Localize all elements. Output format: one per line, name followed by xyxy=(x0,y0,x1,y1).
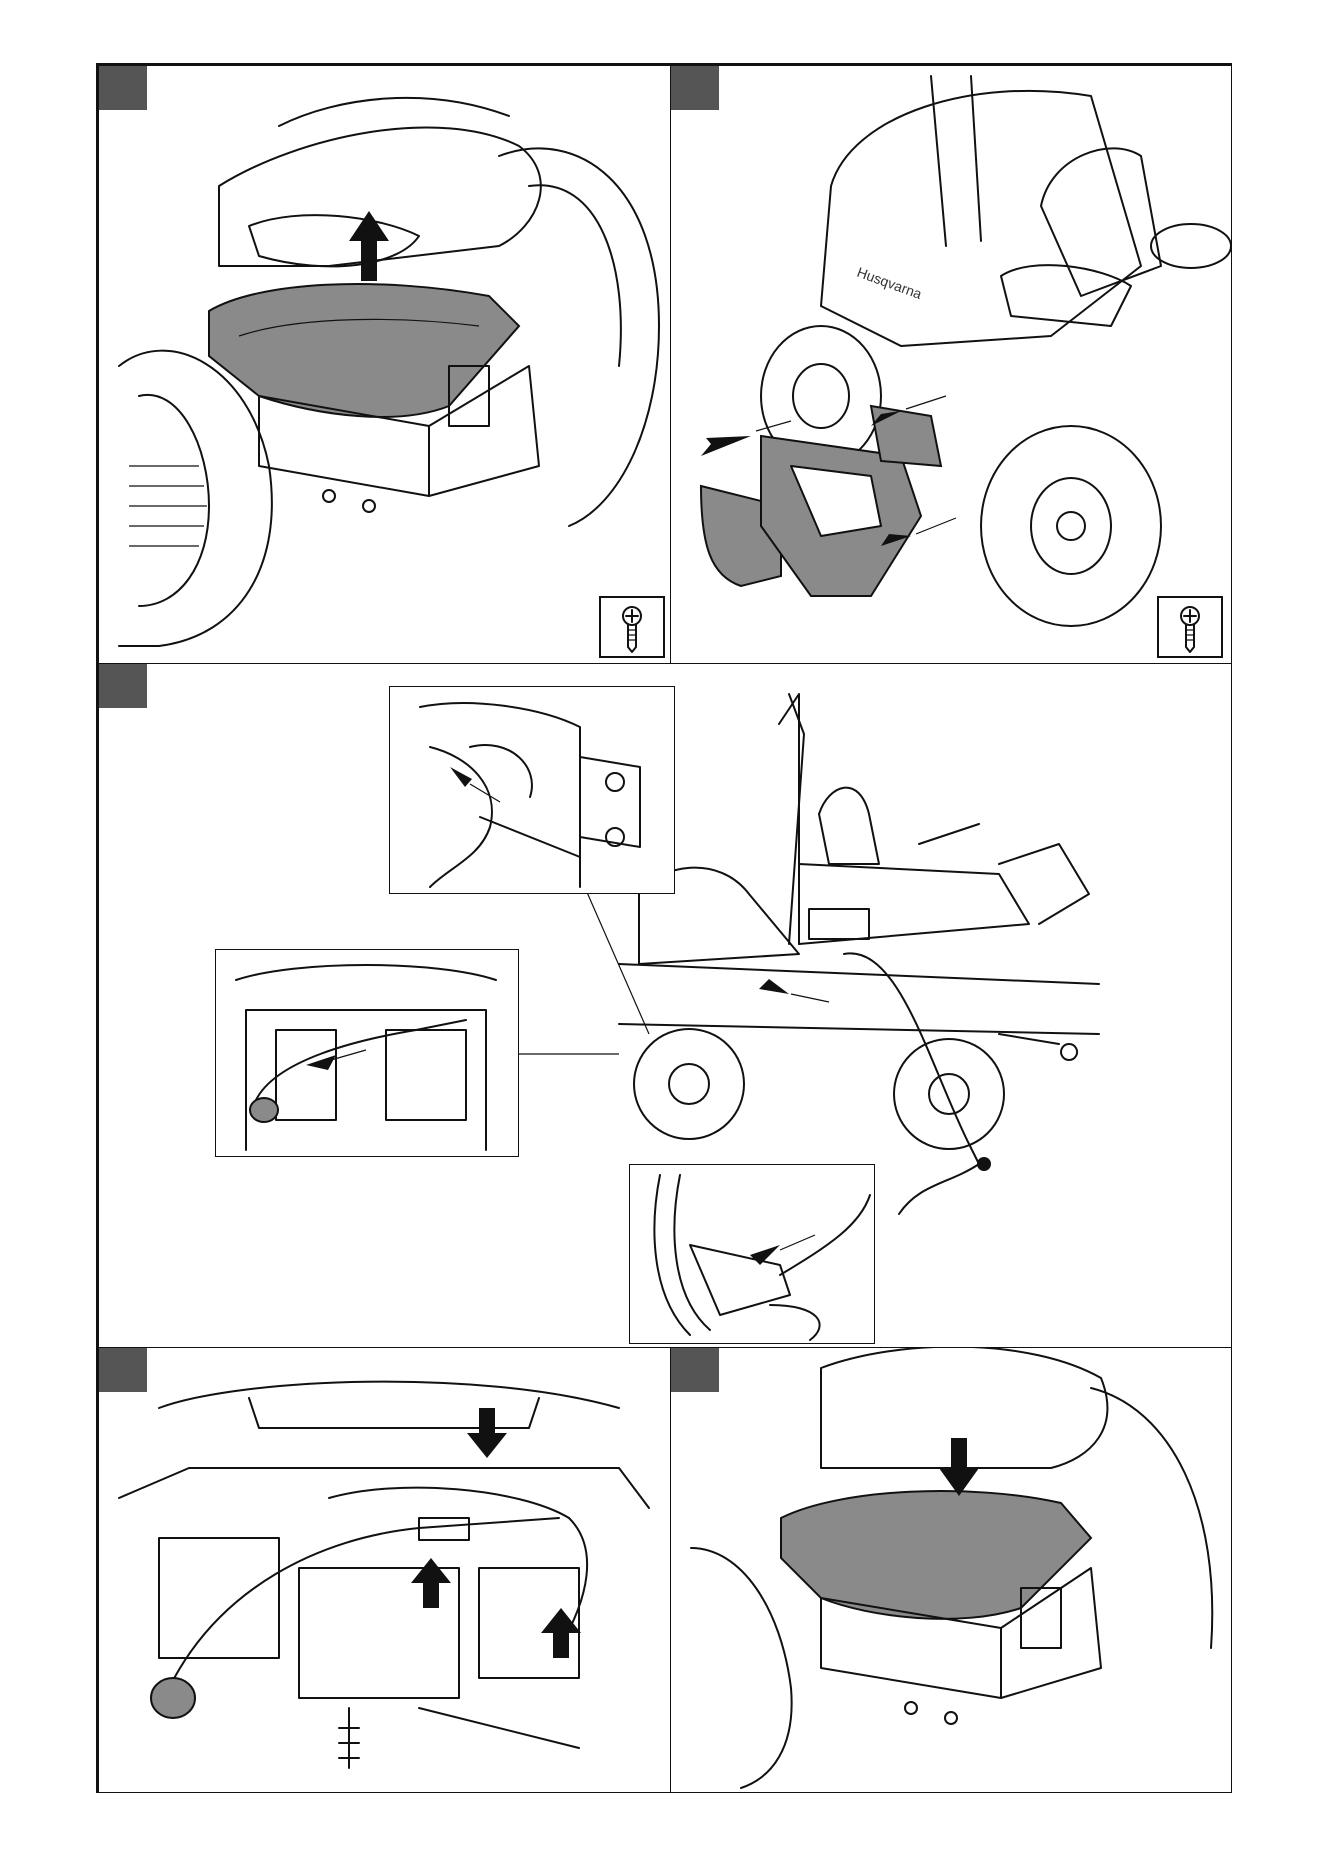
detail-inset-left xyxy=(215,949,519,1157)
step-1-panel xyxy=(98,65,672,665)
step-4-panel xyxy=(98,1347,672,1793)
detail-inset-bottom-drawing xyxy=(630,1165,875,1344)
detail-inset-bottom xyxy=(629,1164,875,1344)
brand-text: Husqvarna xyxy=(855,264,924,302)
step-2-screw-icon-box xyxy=(1157,596,1223,658)
step-2-illustration: Husqvarna xyxy=(671,66,1232,665)
detail-inset-top xyxy=(389,686,675,894)
screw-icon xyxy=(1159,598,1221,656)
step-4-illustration xyxy=(99,1348,672,1793)
page-frame: Husqvarna xyxy=(96,63,1232,1793)
detail-inset-left-drawing xyxy=(216,950,519,1157)
step-1-illustration xyxy=(99,66,672,665)
step-1-screw-icon-box xyxy=(599,596,665,658)
step-5-illustration xyxy=(671,1348,1232,1793)
step-3-panel xyxy=(98,663,1232,1349)
step-5-panel xyxy=(670,1347,1232,1793)
step-2-panel: Husqvarna xyxy=(670,65,1232,665)
detail-inset-top-drawing xyxy=(390,687,675,894)
screw-icon xyxy=(601,598,663,656)
